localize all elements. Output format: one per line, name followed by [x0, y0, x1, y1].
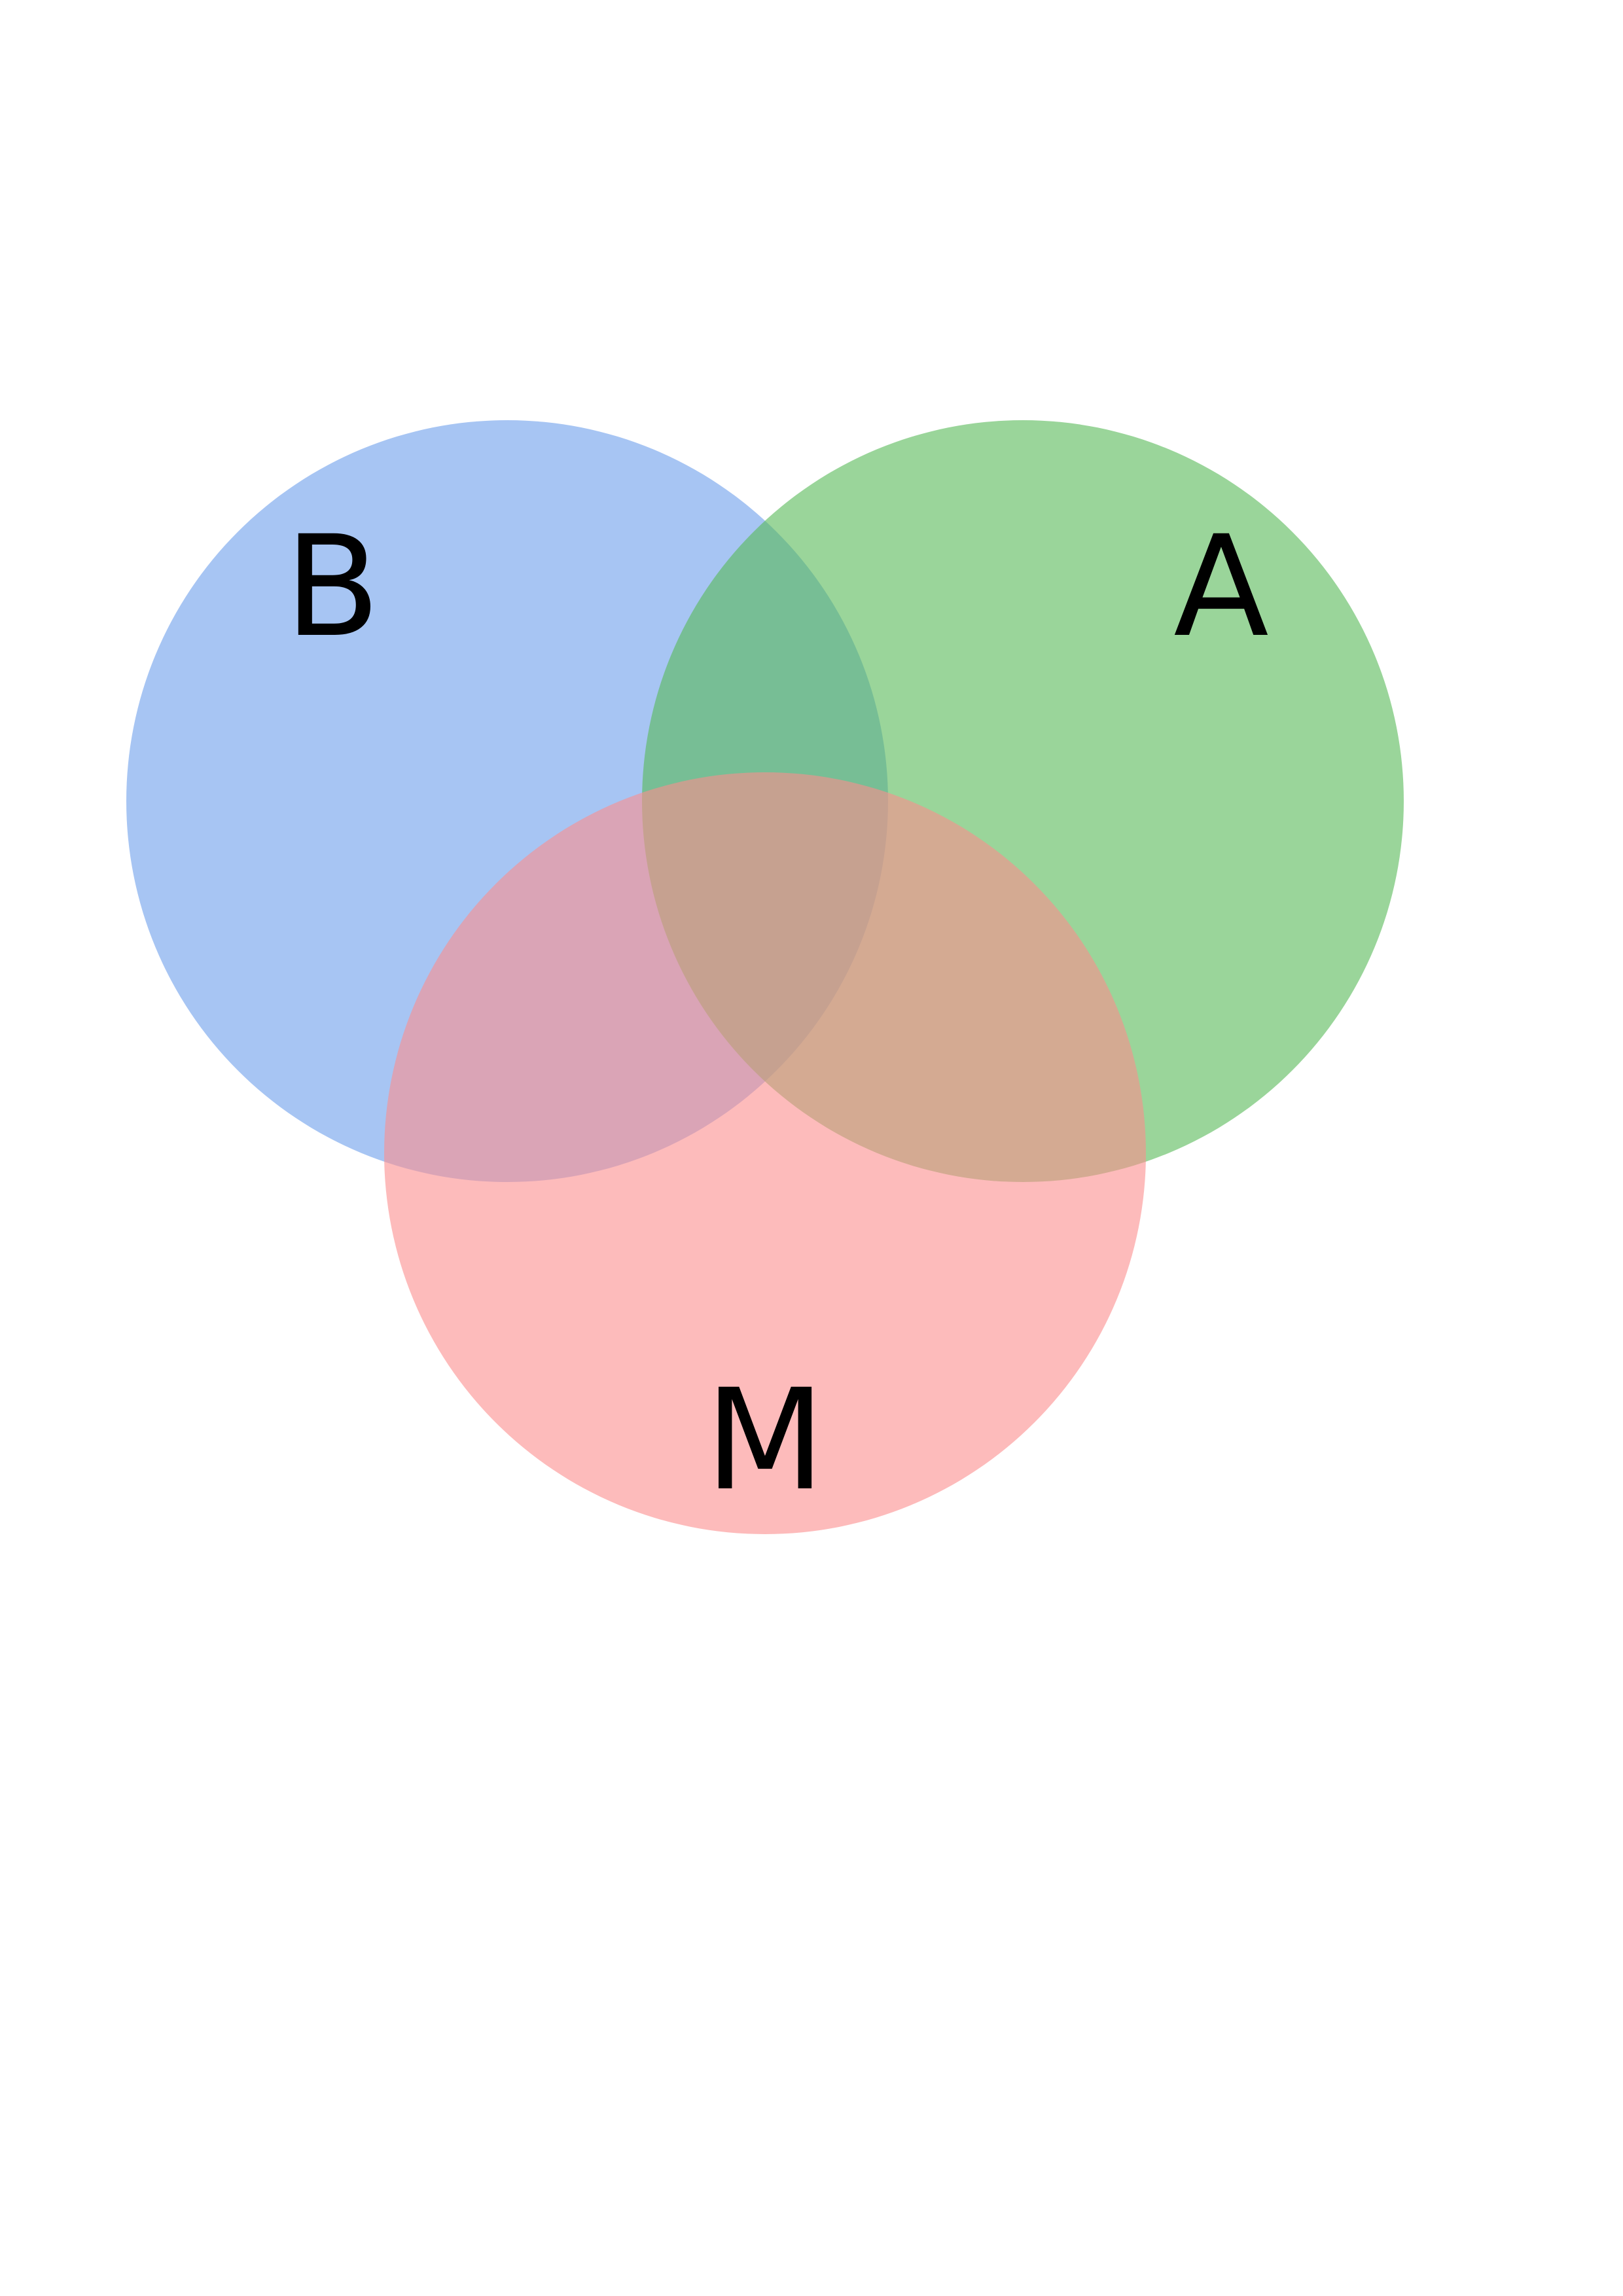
set-label-a: A: [1173, 506, 1269, 668]
set-label-b: B: [285, 506, 380, 668]
set-circle-m: [384, 772, 1146, 1534]
set-label-m: M: [705, 1359, 825, 1522]
